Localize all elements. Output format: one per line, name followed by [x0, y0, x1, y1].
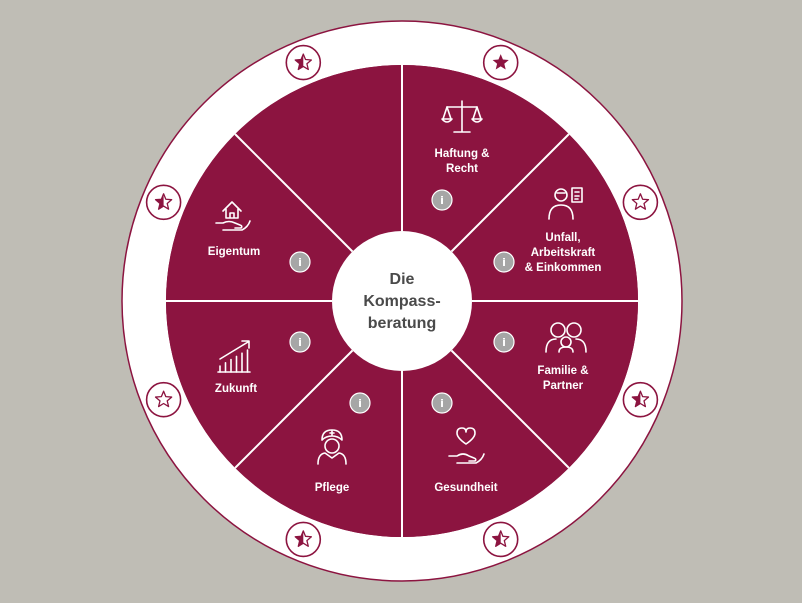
info-glyph: i — [440, 397, 444, 410]
star-badge-empty[interactable] — [145, 381, 182, 418]
segment-label: Recht — [446, 163, 478, 175]
star-half-icon — [154, 193, 173, 210]
star-badge-half[interactable] — [285, 44, 322, 81]
divider-lines — [166, 65, 638, 537]
star-half-icon — [631, 390, 650, 408]
center-title-line-2: Kompass- — [363, 293, 440, 310]
info-button[interactable]: i — [431, 392, 453, 414]
star-half-fill-icon — [155, 193, 164, 210]
star-badge-half[interactable] — [622, 381, 659, 418]
info-icon[interactable] — [431, 392, 453, 414]
info-button[interactable]: i — [493, 331, 515, 353]
center-hub[interactable]: Die Kompass- beratung — [332, 231, 472, 371]
heart-hand-icon — [448, 427, 485, 464]
star-badge-half[interactable] — [285, 521, 322, 558]
star-half-fill-icon — [295, 54, 304, 70]
info-button[interactable]: i — [431, 189, 453, 211]
star-badge-half[interactable] — [482, 521, 519, 558]
star-badge-half[interactable] — [145, 184, 182, 221]
info-button[interactable]: i — [289, 331, 311, 353]
segment-divider — [234, 133, 354, 253]
segment-label: Zukunft — [215, 383, 257, 395]
family-icon — [545, 322, 587, 353]
info-icon[interactable] — [349, 392, 371, 414]
nurse-icon — [317, 429, 347, 465]
info-icon[interactable] — [289, 251, 311, 273]
segment-label: Partner — [543, 380, 584, 392]
info-glyph: i — [502, 256, 506, 269]
info-icon[interactable] — [493, 331, 515, 353]
segment-label: & Einkommen — [525, 262, 602, 274]
info-glyph: i — [502, 336, 506, 349]
segment-divider — [234, 349, 354, 469]
star-badge-empty[interactable] — [622, 184, 659, 221]
info-icon[interactable] — [289, 331, 311, 353]
segment-wedge[interactable] — [235, 65, 402, 252]
star-half-fill-icon — [295, 530, 304, 547]
star-empty-icon — [631, 193, 650, 210]
segment-label: Gesundheit — [434, 482, 497, 494]
info-glyph: i — [440, 194, 444, 207]
segments-layer: UnterwegsiHaftung &RechtiUnfall,Arbeitsk… — [166, 65, 638, 537]
star-half-icon — [294, 53, 313, 71]
star-half-icon — [491, 530, 510, 547]
segment-label: Pflege — [315, 482, 350, 494]
star-badge-full[interactable] — [482, 44, 519, 81]
segment-label: Haftung & — [435, 148, 490, 160]
segment-divider — [450, 349, 570, 469]
star-badge-circle[interactable] — [145, 381, 182, 418]
growth-chart-icon — [217, 340, 251, 373]
segment-eigentum[interactable]: Eigentum i — [208, 65, 402, 273]
segment-label: Arbeitskraft — [531, 247, 596, 259]
info-button[interactable]: i — [289, 251, 311, 273]
star-half-fill-icon — [492, 530, 501, 547]
info-glyph: i — [298, 256, 302, 269]
info-icon[interactable] — [493, 251, 515, 273]
info-icon[interactable] — [431, 189, 453, 211]
house-hand-icon — [215, 201, 251, 231]
info-glyph: i — [358, 397, 362, 410]
injured-person-icon — [548, 187, 583, 220]
center-title-line-1: Die — [390, 271, 415, 288]
star-badge-circle[interactable] — [622, 184, 659, 221]
segment-label: Unfall, — [545, 232, 580, 244]
info-button[interactable]: i — [349, 392, 371, 414]
info-glyph: i — [298, 336, 302, 349]
center-title-line-3: beratung — [368, 315, 436, 332]
stars-layer — [145, 44, 659, 558]
segment-divider — [450, 133, 570, 253]
star-half-icon — [294, 530, 313, 547]
star-empty-icon — [154, 390, 173, 408]
scales-icon — [441, 100, 483, 133]
segment-label: Familie & — [537, 365, 588, 377]
star-half-fill-icon — [632, 391, 641, 407]
segment-label: Eigentum — [208, 246, 260, 258]
star-full-icon — [492, 54, 509, 70]
center-circle[interactable] — [332, 231, 472, 371]
info-button[interactable]: i — [493, 251, 515, 273]
